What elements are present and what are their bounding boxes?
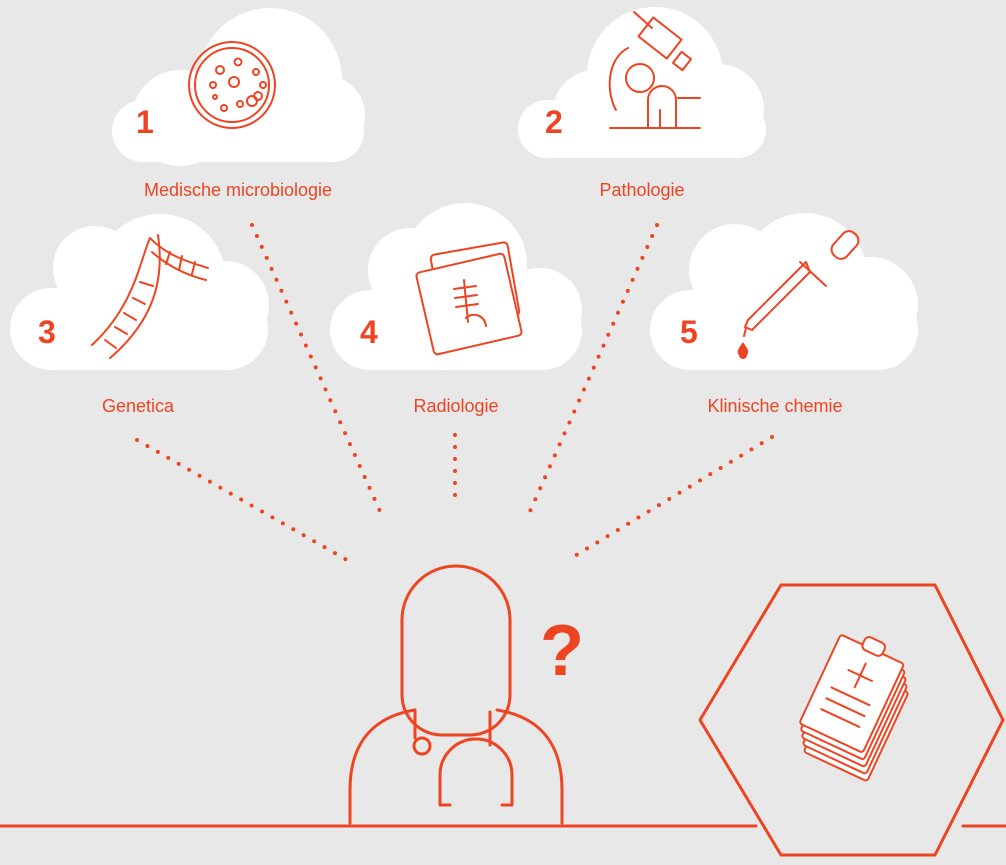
number-5: 5 — [680, 314, 698, 350]
number-1: 1 — [136, 104, 154, 140]
pipette-icon — [743, 230, 860, 337]
dna-icon — [91, 234, 209, 359]
medical-records-icon — [698, 583, 1005, 857]
label-genetica: Genetica — [101, 396, 175, 416]
doctor-icon — [348, 564, 564, 825]
number-4: 4 — [360, 314, 378, 350]
xray-icon — [415, 241, 523, 356]
cloud-5 — [650, 213, 918, 370]
label-klinische-chemie: Klinische chemie — [707, 396, 843, 416]
label-pathologie: Pathologie — [599, 180, 685, 200]
connector-1 — [250, 223, 385, 520]
connector-5 — [566, 435, 774, 562]
label-radiologie: Radiologie — [413, 396, 499, 416]
connector-lines — [135, 223, 774, 562]
label-medische-microbiologie: Medische microbiologie — [143, 180, 333, 200]
number-2: 2 — [545, 104, 563, 140]
cloud-3 — [10, 214, 269, 370]
microscope-icon — [608, 11, 701, 129]
question-mark: ? — [540, 611, 584, 691]
cloud-1 — [112, 8, 365, 166]
connector-3 — [135, 438, 349, 562]
petri-dish-icon — [188, 41, 276, 129]
number-3: 3 — [38, 314, 56, 350]
